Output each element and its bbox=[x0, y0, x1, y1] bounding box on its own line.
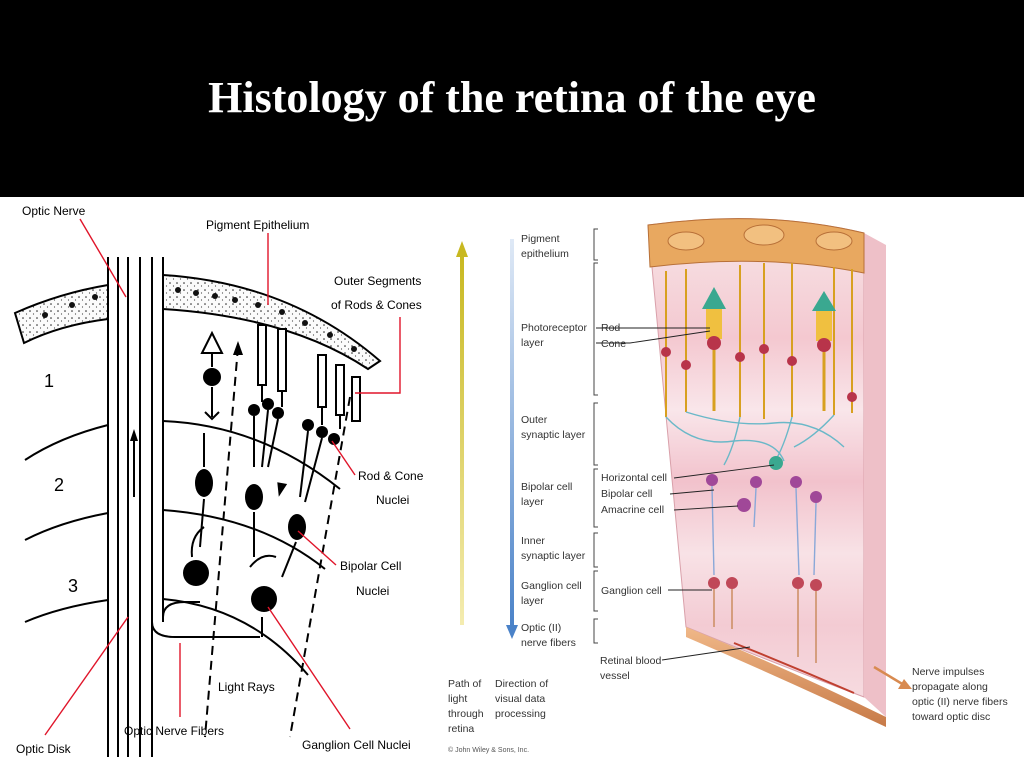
retina-schematic: Optic Nerve Pigment Epithelium Outer Seg… bbox=[13, 204, 424, 757]
label-optic-nerve: Optic Nerve bbox=[22, 204, 86, 218]
cell-pointer-lines bbox=[596, 327, 775, 661]
light-ray-arrowhead-2 bbox=[277, 482, 288, 497]
ganglion-cells bbox=[708, 577, 822, 591]
retina-illustration: Pigment epithelium Photoreceptor layer O… bbox=[448, 218, 1008, 754]
legend-light-3: through bbox=[448, 708, 484, 720]
label-rod-cone-nuclei-2: Nuclei bbox=[376, 493, 409, 507]
legend-light-1: Path of bbox=[448, 678, 481, 690]
pigment-epithelium-band-right bbox=[162, 273, 382, 371]
label-ganglion-nuclei: Ganglion Cell Nuclei bbox=[302, 738, 411, 752]
pigment-granules bbox=[42, 287, 357, 352]
cone-cells bbox=[702, 287, 836, 411]
ganglion-axons bbox=[713, 589, 817, 663]
pigment-epithelium-band bbox=[13, 283, 109, 345]
light-ray-lines bbox=[204, 346, 351, 738]
legend-visual-3: processing bbox=[495, 708, 546, 720]
layer-label-inner-syn-1: Inner bbox=[521, 535, 545, 547]
data-direction-arrowhead bbox=[506, 625, 518, 639]
optic-nerve-arrowhead bbox=[130, 429, 138, 441]
layer-number-2: 2 bbox=[54, 475, 64, 495]
retina-schematic-panel: Optic Nerve Pigment Epithelium Outer Seg… bbox=[0, 197, 434, 768]
photoreceptor-cells bbox=[200, 324, 361, 429]
rod-cone-nuclei-dots bbox=[203, 368, 340, 445]
cell-label-rod: Rod bbox=[601, 322, 620, 334]
label-pigment-epithelium: Pigment Epithelium bbox=[206, 218, 309, 232]
bipolar-processes bbox=[711, 485, 817, 576]
label-light-rays: Light Rays bbox=[218, 680, 275, 694]
nerve-impulse-arrow bbox=[873, 665, 905, 687]
bipolar-cells bbox=[195, 469, 306, 540]
leader-lines bbox=[44, 218, 401, 736]
nerve-impulse-arrowhead bbox=[898, 679, 912, 689]
retina-tissue-block bbox=[647, 218, 865, 698]
layer-label-photoreceptor-2: layer bbox=[521, 337, 544, 349]
legend-light-2: light bbox=[448, 693, 467, 705]
retina-illustration-panel: Pigment epithelium Photoreceptor layer O… bbox=[434, 197, 1024, 768]
cell-label-horizontal: Horizontal cell bbox=[601, 472, 667, 484]
pigment-cell-nuclei bbox=[667, 224, 853, 251]
layer-brackets bbox=[593, 228, 598, 644]
legend-light-4: retina bbox=[448, 723, 474, 735]
layer-label-pigment-2: epithelium bbox=[521, 248, 569, 260]
layer-label-bipolar-1: Bipolar cell bbox=[521, 481, 572, 493]
cell-label-bipolar: Bipolar cell bbox=[601, 488, 652, 500]
cell-label-vessel-2: vessel bbox=[600, 670, 630, 682]
retina-tissue-side bbox=[864, 233, 886, 717]
impulse-label-1: Nerve impulses bbox=[912, 666, 984, 678]
pigment-epithelium-cells bbox=[647, 218, 865, 274]
photoreceptor-nuclei bbox=[661, 336, 857, 402]
layer-label-pigment-1: Pigment bbox=[521, 233, 560, 245]
optic-nerve-fiber-layer bbox=[686, 627, 886, 727]
label-optic-disk: Optic Disk bbox=[16, 742, 72, 756]
label-bipolar-nuclei-2: Nuclei bbox=[356, 584, 389, 598]
cell-label-ganglion: Ganglion cell bbox=[601, 585, 662, 597]
data-direction-arrow bbox=[510, 239, 514, 629]
layer-label-ganglion-2: layer bbox=[521, 595, 544, 607]
layer-label-bipolar-2: layer bbox=[521, 496, 544, 508]
label-rod-cone-nuclei-1: Rod & Cone bbox=[358, 469, 424, 483]
layer-number-3: 3 bbox=[68, 576, 78, 596]
copyright-notice: © John Wiley & Sons, Inc. bbox=[448, 746, 529, 754]
label-optic-nerve-fibers: Optic Nerve Fibers bbox=[124, 724, 224, 738]
legend-visual-1: Direction of bbox=[495, 678, 548, 690]
cell-label-vessel-1: Retinal blood bbox=[600, 655, 661, 667]
impulse-label-4: toward optic disc bbox=[912, 711, 990, 723]
cell-processes bbox=[190, 387, 323, 637]
light-path-arrow bbox=[460, 253, 464, 625]
optic-nerve-bundle bbox=[107, 257, 260, 757]
label-bipolar-nuclei-1: Bipolar Cell bbox=[340, 559, 401, 573]
layer-label-photoreceptor-1: Photoreceptor bbox=[521, 322, 587, 334]
layer-label-optic-2: nerve fibers bbox=[521, 637, 576, 649]
label-outer-segments-2: of Rods & Cones bbox=[331, 298, 422, 312]
light-path-arrowhead bbox=[456, 241, 468, 257]
interneuron-cells bbox=[706, 456, 822, 512]
slide-title: Histology of the retina of the eye bbox=[208, 73, 816, 122]
impulse-label-3: optic (II) nerve fibers bbox=[912, 696, 1008, 708]
layer-label-optic-1: Optic (II) bbox=[521, 622, 561, 634]
impulse-label-2: propagate along bbox=[912, 681, 988, 693]
photoreceptor-columns bbox=[665, 263, 853, 419]
label-outer-segments-1: Outer Segments bbox=[334, 274, 421, 288]
layer-label-ganglion-1: Ganglion cell bbox=[521, 580, 582, 592]
layer-label-inner-syn-2: synaptic layer bbox=[521, 550, 586, 562]
ganglion-cells bbox=[183, 560, 277, 612]
layer-label-outer-syn-2: synaptic layer bbox=[521, 429, 586, 441]
layer-number-1: 1 bbox=[44, 371, 54, 391]
cell-label-cone: Cone bbox=[601, 338, 626, 350]
layer-label-outer-syn-1: Outer bbox=[521, 414, 548, 426]
retinal-blood-vessel bbox=[733, 642, 855, 694]
legend-visual-2: visual data bbox=[495, 693, 545, 705]
cell-label-amacrine: Amacrine cell bbox=[601, 504, 664, 516]
light-ray-arrowhead-1 bbox=[233, 341, 243, 355]
